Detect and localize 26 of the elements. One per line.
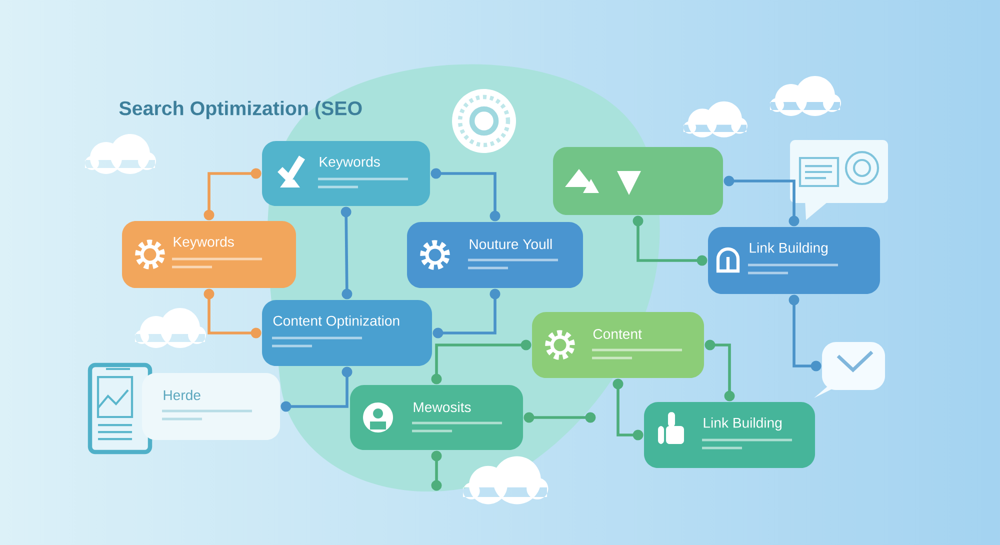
connector-line bbox=[612, 378, 644, 440]
process-box: Keywords bbox=[122, 221, 296, 288]
process-box: Content Optinization bbox=[262, 300, 432, 366]
connector-line bbox=[431, 450, 442, 491]
title: Search Optimization (SEO bbox=[119, 100, 362, 120]
connector-line bbox=[704, 340, 735, 402]
process-box: Nouture Youll bbox=[407, 222, 584, 288]
connector-line bbox=[724, 176, 800, 226]
process-box: Mewosits bbox=[350, 385, 524, 450]
connector-line bbox=[280, 366, 352, 412]
speech-bubble bbox=[814, 342, 886, 398]
icon-box bbox=[553, 147, 724, 216]
connector-line bbox=[524, 412, 596, 423]
connector-line bbox=[340, 206, 352, 300]
process-box: Keywords bbox=[262, 141, 430, 206]
process-box: Link Building bbox=[644, 402, 816, 468]
connector-line bbox=[432, 288, 500, 338]
connector-line bbox=[788, 294, 822, 372]
process-box: Link Building bbox=[708, 227, 880, 294]
connector-line bbox=[204, 288, 262, 338]
connector-line bbox=[632, 216, 708, 266]
connector-line bbox=[204, 168, 262, 220]
connector-line bbox=[430, 168, 500, 222]
connector-line bbox=[431, 340, 532, 384]
process-box: Content bbox=[532, 312, 704, 378]
process-box: Herde bbox=[142, 373, 280, 440]
